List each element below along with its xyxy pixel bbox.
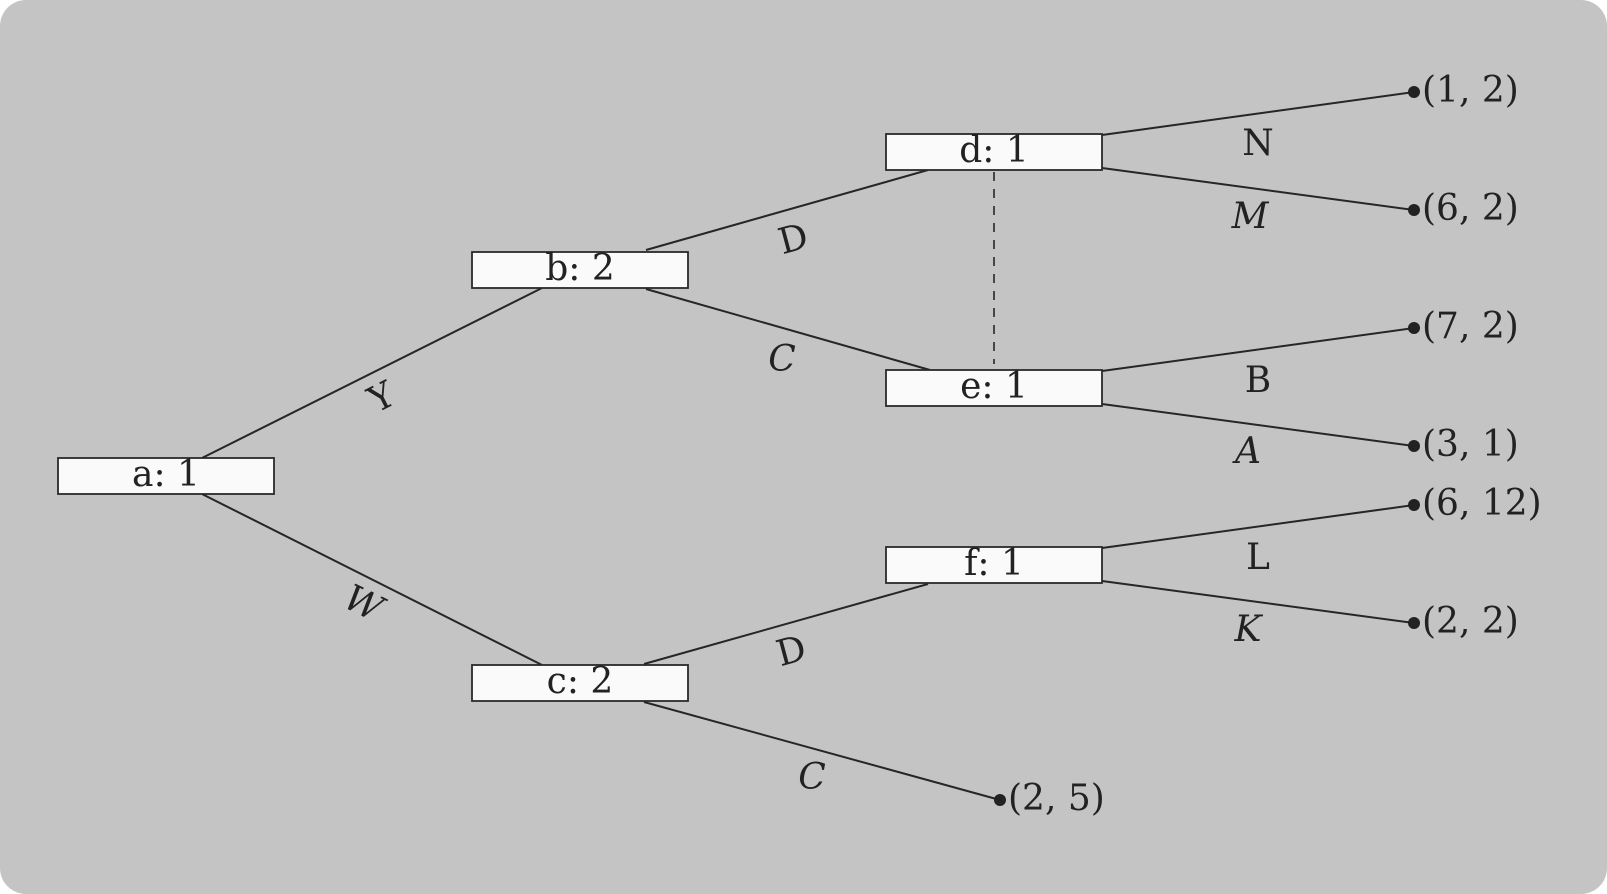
payoff-leaf-c-C: (2, 5) bbox=[1008, 778, 1105, 819]
edge-label-f-leaf-f-L: L bbox=[1246, 537, 1270, 578]
node-a: a: 1 bbox=[57, 454, 275, 495]
node-label-e: e: 1 bbox=[960, 366, 1028, 407]
edge-a-b bbox=[201, 287, 543, 459]
edge-d-leaf-d-N bbox=[1101, 91, 1415, 136]
leaf-dot-leaf-f-L bbox=[1408, 499, 1420, 511]
payoff-leaf-e-B: (7, 2) bbox=[1422, 306, 1519, 347]
leaf-dot-leaf-c-C bbox=[994, 794, 1006, 806]
edge-label-f-leaf-f-K: K bbox=[1234, 609, 1264, 650]
node-label-f: f: 1 bbox=[964, 543, 1024, 584]
node-b: b: 2 bbox=[471, 248, 689, 289]
nodes-layer: a: 1 b: 2 c: 2 d: 1 e: 1 f: 1 bbox=[57, 130, 1103, 702]
edge-d-leaf-d-M bbox=[1101, 167, 1415, 211]
leaf-dot-leaf-e-A bbox=[1408, 440, 1420, 452]
payoff-leaf-f-K: (2, 2) bbox=[1422, 601, 1519, 642]
node-label-a: a: 1 bbox=[132, 454, 200, 495]
node-box-e bbox=[885, 369, 1103, 407]
edge-b-e bbox=[645, 288, 931, 371]
edge-e-leaf-e-B bbox=[1101, 327, 1415, 372]
edges-layer bbox=[201, 91, 1415, 801]
node-d: d: 1 bbox=[885, 130, 1103, 171]
node-box-a bbox=[57, 457, 275, 495]
node-label-b: b: 2 bbox=[545, 248, 615, 289]
leaves-layer: (1, 2) (6, 2) (7, 2) (3, 1) (6, 12) (2, 2) (2,… bbox=[994, 70, 1542, 819]
edge-f-leaf-f-L bbox=[1101, 504, 1415, 549]
node-label-c: c: 2 bbox=[547, 661, 614, 702]
edge-label-d-leaf-d-M: M bbox=[1231, 196, 1270, 237]
edge-label-b-e: C bbox=[768, 339, 796, 380]
node-box-b bbox=[471, 251, 689, 289]
edge-b-d bbox=[645, 169, 929, 251]
edge-c-leaf-c-C bbox=[643, 701, 1001, 801]
edge-label-e-leaf-e-A: A bbox=[1232, 431, 1261, 472]
payoff-leaf-d-M: (6, 2) bbox=[1422, 188, 1519, 229]
node-label-d: d: 1 bbox=[959, 130, 1029, 171]
node-f: f: 1 bbox=[885, 543, 1103, 584]
node-e: e: 1 bbox=[885, 366, 1103, 407]
edge-label-e-leaf-e-B: B bbox=[1245, 360, 1271, 401]
node-box-f bbox=[885, 546, 1103, 584]
leaf-dot-leaf-e-B bbox=[1408, 322, 1420, 334]
edge-label-c-leaf-c-C: C bbox=[798, 757, 826, 798]
payoff-leaf-f-L: (6, 12) bbox=[1422, 483, 1542, 524]
leaf-dot-leaf-d-M bbox=[1408, 204, 1420, 216]
leaf-dot-leaf-d-N bbox=[1408, 86, 1420, 98]
payoff-leaf-d-N: (1, 2) bbox=[1422, 70, 1519, 111]
leaf-dot-leaf-f-K bbox=[1408, 617, 1420, 629]
payoff-leaf-e-A: (3, 1) bbox=[1422, 424, 1519, 465]
node-c: c: 2 bbox=[471, 661, 689, 702]
node-box-d bbox=[885, 133, 1103, 171]
edge-label-d-leaf-d-N: N bbox=[1242, 123, 1274, 164]
edge-f-leaf-f-K bbox=[1101, 580, 1415, 624]
edge-c-f bbox=[643, 583, 929, 665]
edge-a-c bbox=[201, 493, 543, 666]
edge-e-leaf-e-A bbox=[1101, 403, 1415, 447]
node-box-c bbox=[471, 664, 689, 702]
